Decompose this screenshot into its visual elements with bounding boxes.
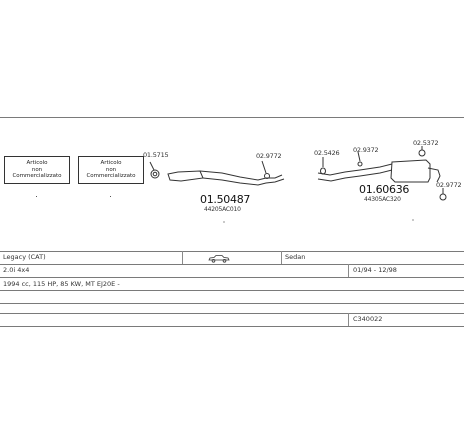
diagram-code-text: C340022 <box>353 315 383 323</box>
clamp-label-3: 02.5426 <box>314 149 340 157</box>
table-line-7 <box>0 326 464 327</box>
rear-oem-number: 44305AC320 <box>364 196 401 203</box>
top-border-line <box>0 117 464 118</box>
not-commercialized-box-2: Articolo non Commercializzato <box>78 156 144 184</box>
not-commercialized-box-1: Articolo non Commercializzato <box>4 156 70 184</box>
table-line-3 <box>0 277 464 278</box>
table-line-1 <box>0 251 464 252</box>
car-icon <box>208 255 230 263</box>
not-commercialized-text-2: Articolo non Commercializzato <box>86 160 136 180</box>
engine-text: 2.0i 4x4 <box>3 266 30 274</box>
date-range-text: 01/94 - 12/98 <box>353 266 397 274</box>
table-divider-2 <box>281 251 282 264</box>
clamp-label-4: 02.9372 <box>353 146 379 154</box>
clamp-label-2: 02.9772 <box>256 152 282 160</box>
body-type-text: Sedan <box>285 253 306 261</box>
table-line-6 <box>0 313 464 314</box>
spec-text: 1994 cc, 115 HP, 85 KW, MT EJ20E - <box>3 280 120 288</box>
table-line-5 <box>0 303 464 304</box>
rear-pipe-drawing <box>317 163 393 176</box>
table-line-4 <box>0 290 464 291</box>
table-divider-3 <box>348 264 349 277</box>
rear-part-number: 01.60636 <box>359 183 410 196</box>
clamp-2-drawing <box>264 173 270 179</box>
table-divider-4 <box>348 313 349 326</box>
model-text: Legacy (CAT) <box>3 253 46 261</box>
clamp-label-1: 01.5715 <box>143 151 169 159</box>
clamp-label-6: 02.9772 <box>436 181 462 189</box>
mid-part-number: 01.50487 <box>200 193 251 206</box>
clamp-5-drawing <box>418 149 426 157</box>
box-marker-2 <box>110 196 111 197</box>
clamp-6-drawing <box>439 193 447 201</box>
table-line-2 <box>0 264 464 265</box>
mid-oem-number: 44205AC010 <box>204 206 241 213</box>
box-marker-1 <box>36 196 37 197</box>
clamp-4-drawing <box>357 161 363 167</box>
mid-muffler-drawing <box>167 170 204 182</box>
not-commercialized-text-1: Articolo non Commercializzato <box>12 160 62 180</box>
clamp-label-5: 02.5372 <box>413 139 439 147</box>
exhaust-diagram <box>149 146 447 223</box>
clamp-1-drawing <box>150 169 160 179</box>
table-divider-1 <box>182 251 183 264</box>
rear-muffler-drawing <box>390 159 431 183</box>
